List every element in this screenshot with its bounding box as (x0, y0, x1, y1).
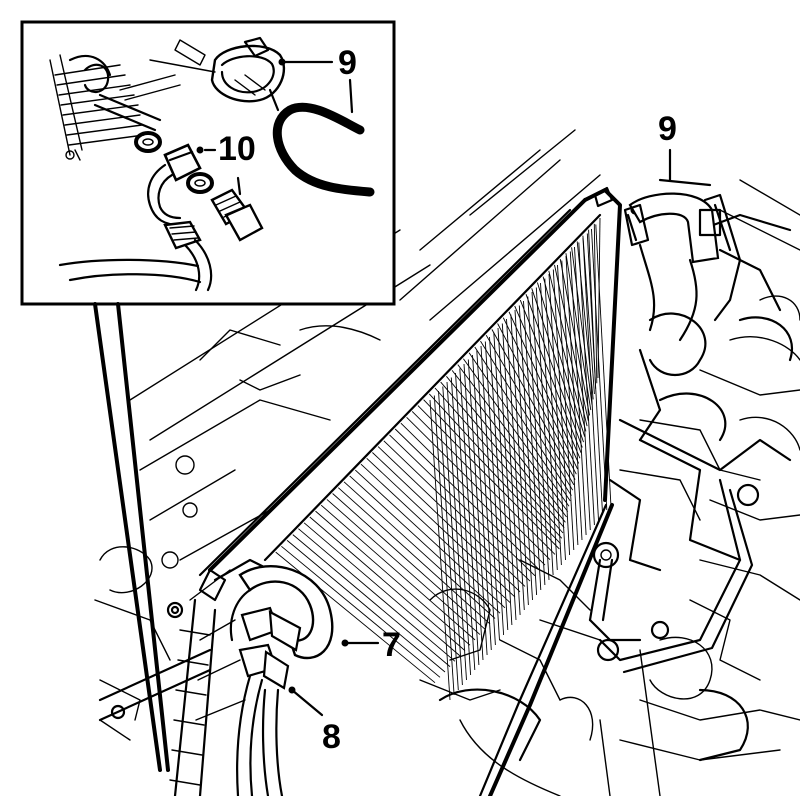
radiator-fin-line (574, 246, 591, 531)
radiator (169, 186, 622, 796)
radiator-fin-line (286, 540, 446, 673)
radiator-fin-line (298, 528, 456, 662)
radiator-fin-line (332, 493, 486, 630)
radiator-fin-line (491, 329, 576, 480)
inset-fitting (58, 143, 264, 292)
crossmember (98, 601, 212, 722)
radiator-fin-line (450, 377, 472, 676)
radiator-fin-line (531, 291, 550, 581)
radiator-fin-line (366, 457, 516, 598)
radiator-fin-line (474, 346, 572, 496)
radiator-fin-line (463, 363, 484, 661)
radiator-fin-line (440, 381, 565, 528)
callout-9-inset: 9 (338, 44, 357, 82)
radiator-fin-line (484, 341, 505, 636)
radiator-fin-line (493, 332, 513, 626)
radiator-fin-line (457, 364, 569, 512)
lower-hoses (229, 565, 334, 796)
radiator-fin-line (586, 233, 604, 516)
radiator-fin-line (489, 336, 509, 631)
radiator-fin-line (514, 309, 533, 601)
radiator-fins (275, 217, 612, 701)
radiator-fin-line (591, 228, 608, 511)
radiator-fin-line (527, 296, 546, 586)
radiator-fin-line (557, 264, 575, 551)
radiator-fin-line (434, 387, 564, 534)
radiator-fin-line (400, 422, 546, 566)
radiator-fin-line (463, 358, 570, 507)
callout-9-main: 9 (658, 110, 677, 148)
radiator-fin-line (326, 499, 481, 635)
radiator-fin-line (446, 381, 467, 681)
radiator-fin-line (472, 354, 492, 651)
radiator-fin-line (578, 242, 595, 526)
radiator-fin-line (303, 522, 461, 657)
inset-detail (20, 20, 396, 772)
radiator-fin-line (406, 416, 551, 561)
inset-o-rings (134, 131, 214, 194)
inset-hose-clamp (149, 36, 286, 112)
radiator-fin-line (502, 317, 578, 470)
inset-condenser (49, 54, 181, 161)
callout-labels: 9 10 9 7 8 (218, 44, 677, 756)
radiator-fin-line (281, 545, 441, 678)
callout-10: 10 (218, 130, 256, 168)
radiator-fin-line (459, 368, 480, 666)
radiator-fin-line (571, 247, 593, 405)
radiator-fin-line (309, 516, 466, 651)
radiator-fin-line (544, 278, 562, 566)
radiator-fin-line (315, 510, 471, 646)
radiator-fin-line (523, 300, 542, 591)
engine-components (438, 213, 793, 762)
radiator-fin-line (349, 475, 501, 614)
radiator-fin-line (552, 269, 571, 556)
radiator-fin-line (536, 282, 586, 437)
radiator-fin-line (510, 314, 529, 606)
radiator-fin-line (292, 534, 451, 667)
callout-7: 7 (382, 626, 401, 664)
radiator-fin-line (468, 352, 571, 502)
radiator-fin-line (582, 235, 595, 395)
leader-lines (288, 148, 712, 717)
radiator-fin-line (501, 323, 521, 616)
radiator-fin-line (565, 255, 583, 541)
radiator-fin-line (535, 287, 554, 576)
radiator-fin-line (337, 487, 491, 625)
inset-hose (272, 102, 375, 197)
radiator-fin-line (389, 434, 536, 577)
radiator-fin-line (354, 469, 506, 609)
engine-bay-background (94, 129, 800, 796)
radiator-fin-line (540, 282, 558, 571)
radiator-fin-line (476, 350, 496, 646)
radiator-fin-line (497, 327, 517, 621)
radiator-fin-line (467, 359, 488, 656)
radiator-fin-line (455, 372, 476, 671)
radiator-fin-line (548, 273, 566, 561)
radiator-fin-line (360, 463, 511, 603)
radiator-fin-line (438, 390, 459, 691)
radiator-fin-line (561, 260, 579, 546)
radiator-fin-line (506, 318, 525, 611)
radiator-fin-line (383, 440, 531, 582)
radiator-fin-line (429, 399, 451, 701)
radiator-fin-line (423, 399, 561, 545)
radiator-fin-line (428, 393, 563, 539)
upper-radiator-hose (623, 192, 742, 342)
radiator-fin-line (569, 251, 587, 536)
radiator-fin-line (582, 237, 599, 521)
radiator-fin-line (518, 305, 538, 596)
radiator-fin-line (411, 411, 556, 555)
radiator-fin-line (442, 386, 463, 686)
callout-8: 8 (322, 718, 341, 756)
radiator-fin-line (480, 345, 500, 641)
radiator-fin-line (343, 481, 496, 619)
radiator-fin-line (433, 395, 455, 696)
